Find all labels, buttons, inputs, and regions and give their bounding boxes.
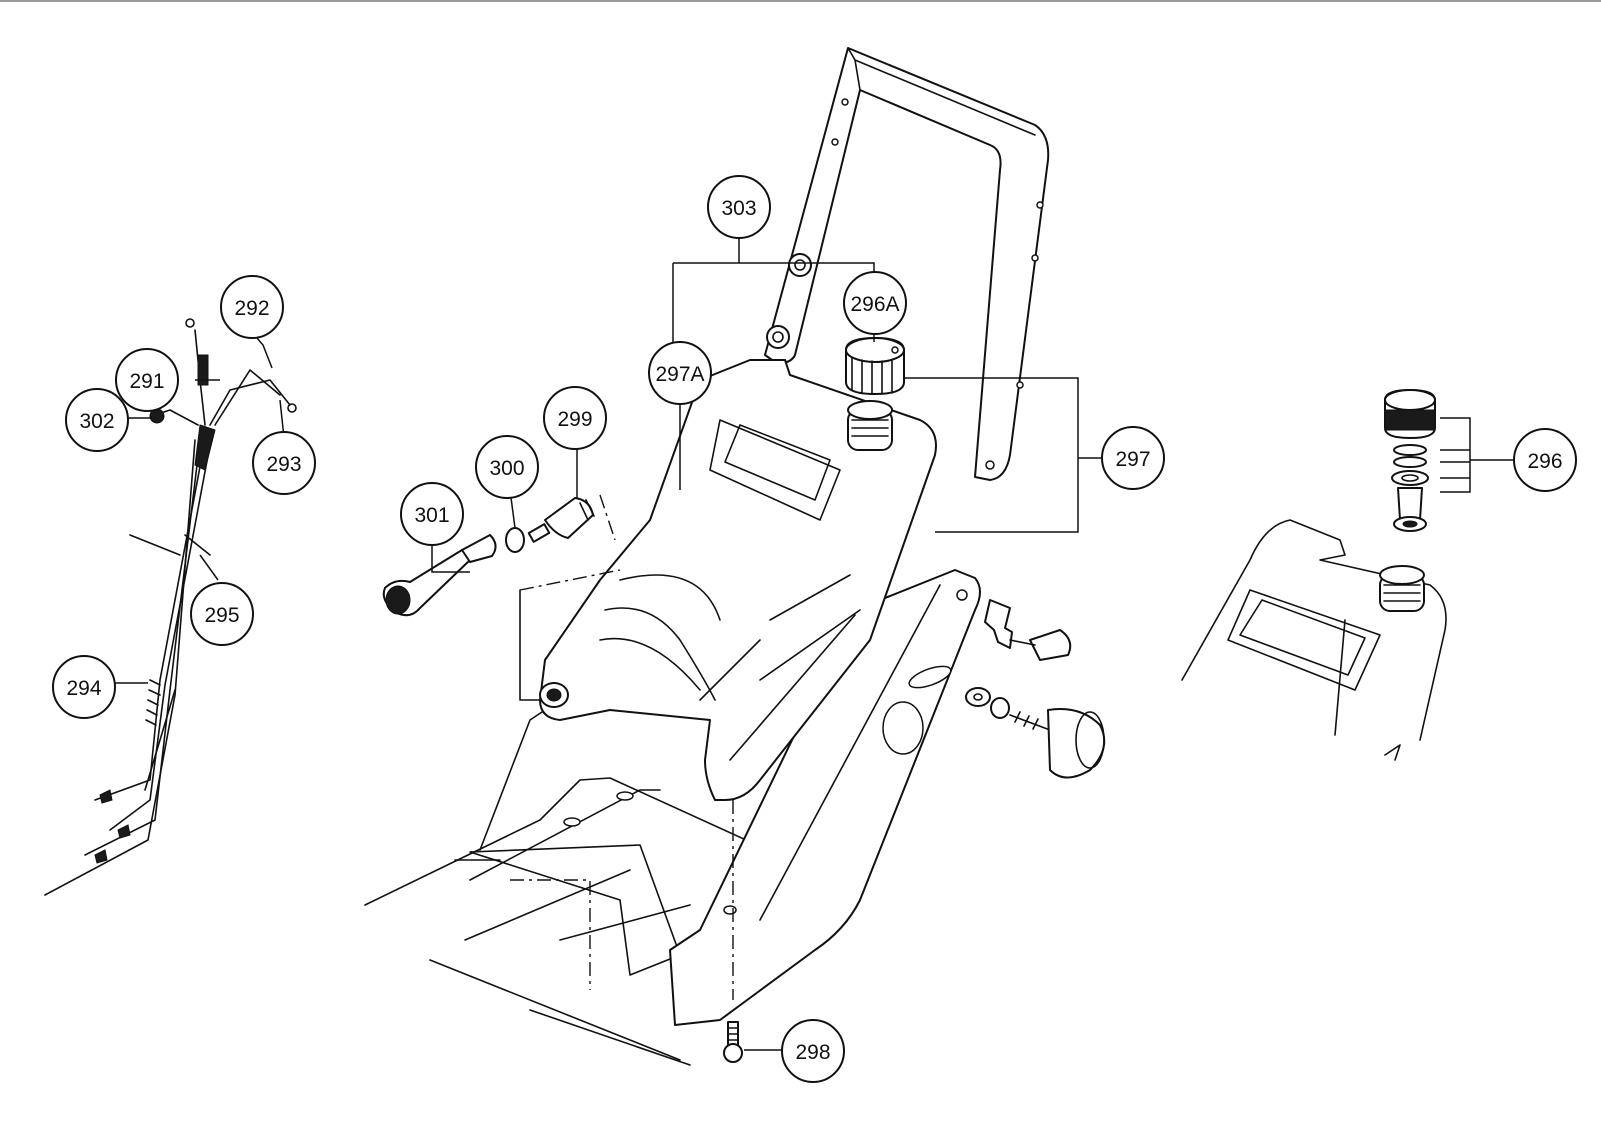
callout-297A: 297A: [648, 341, 712, 405]
callout-300-label: 300: [489, 457, 524, 480]
callout-297-label: 297: [1115, 448, 1150, 471]
fuel-tank: [519, 359, 937, 801]
callout-301: 301: [400, 482, 464, 546]
callout-296: 296: [1513, 428, 1577, 492]
callout-292: 292: [220, 275, 284, 339]
handle-frame: [764, 47, 1050, 481]
callout-299-label: 299: [557, 408, 592, 431]
callout-291: 291: [115, 348, 179, 412]
top-border: [0, 0, 1601, 2]
callout-295-label: 295: [204, 604, 239, 627]
callout-297: 297: [1101, 426, 1165, 490]
callout-303: 303: [707, 175, 771, 239]
side-bracket: [669, 569, 981, 1026]
callout-298-label: 298: [795, 1041, 830, 1064]
callout-291-label: 291: [129, 370, 164, 393]
callout-295: 295: [190, 582, 254, 646]
filler-cap: [845, 337, 905, 395]
callout-302: 302: [65, 388, 129, 452]
callout-300: 300: [475, 435, 539, 499]
callout-301-label: 301: [414, 504, 449, 527]
callout-303-label: 303: [721, 197, 756, 220]
callout-293-label: 293: [266, 453, 301, 476]
callout-293: 293: [252, 431, 316, 495]
knob-bolt-group: [965, 599, 1106, 779]
callout-296A: 296A: [843, 271, 907, 335]
detail-view: [1181, 389, 1447, 761]
callout-299: 299: [543, 386, 607, 450]
callout-297A-label: 297A: [655, 363, 704, 386]
handle-nuts: [766, 253, 812, 349]
fuel-filter-assembly: [382, 494, 616, 701]
lower-screw: [723, 800, 743, 1063]
callout-294-label: 294: [66, 677, 101, 700]
callout-294: 294: [52, 655, 116, 719]
callout-298: 298: [781, 1019, 845, 1083]
wire-harness: [44, 318, 297, 896]
callout-292-label: 292: [234, 297, 269, 320]
callout-296A-label: 296A: [850, 293, 899, 316]
callout-302-label: 302: [79, 410, 114, 433]
callout-296-label: 296: [1527, 450, 1562, 473]
